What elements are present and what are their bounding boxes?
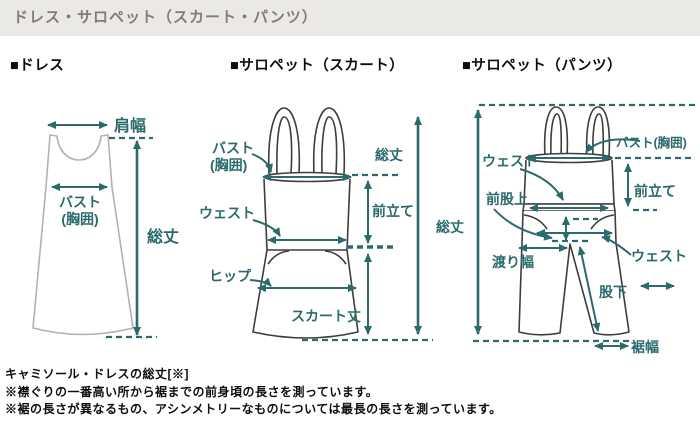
page-title: ドレス・サロペット（スカート・パンツ）: [13, 9, 318, 26]
skirt-bust-pointer-arrow: [251, 153, 273, 173]
skirt-bust-label-line1: バスト: [212, 140, 254, 156]
section-heading-dress: ■ドレス: [10, 58, 65, 74]
section-heading-salopette-skirt: ■サロペット（スカート）: [230, 58, 405, 74]
pants-thigh-width-label: 渡り幅: [492, 254, 534, 270]
pants-waist-lower-label: ウェスト: [631, 248, 687, 264]
skirt-length-label: スカート丈: [291, 308, 361, 324]
pants-bust-label: バスト(胸囲): [616, 135, 687, 150]
pants-strap-right-inner: [592, 113, 605, 159]
measurement-diagram: 肩幅 総丈 バスト (胸囲) バスト (胸囲) 前立て ウェスト ヒップ: [32, 103, 697, 355]
pants-waist-upper-label: ウェスト: [482, 153, 538, 169]
pants-strap-left: [543, 106, 569, 159]
footer-note-1: ※襟ぐりの一番高い所から裾までの前身頃の長さを測っています。: [5, 385, 379, 399]
pants-front-rise-label: 前股上: [486, 191, 528, 207]
section-heading-salopette-pants: ■サロペット（パンツ）: [462, 58, 622, 74]
pants-waist-lower-pointer-arrow: [601, 235, 632, 256]
skirt-total-length-label: 総丈: [375, 147, 403, 163]
pants-total-length-label: 総丈: [436, 219, 464, 235]
dress-total-length-label: 総丈: [147, 227, 179, 246]
pants-bust-pointer-arrow: [585, 138, 641, 153]
pants-strap-left-inner: [550, 113, 563, 159]
skirt-waist-label: ウェスト: [199, 205, 255, 221]
skirt-strap-left-inner: [276, 116, 293, 175]
salopette-pants-diagram: 総丈 バスト(胸囲) 前立て ウェスト 前股上 ウェスト 渡り幅 股: [436, 103, 697, 355]
salopette-skirt-diagram: バスト (胸囲) 前立て ウェスト ヒップ スカート丈 総丈: [199, 107, 433, 342]
dress-shoulder-width-label: 肩幅: [114, 116, 146, 135]
footer-note-title: キャミソール・ドレスの総丈[※]: [5, 367, 189, 381]
pants-pocket-right: [590, 214, 615, 230]
footer-note-2: ※裾の長さが異なるもの、アシンメトリーなものについては最長の長さを測っています。: [5, 402, 502, 416]
pants-inseam-arrow: [577, 246, 601, 332]
skirt-strap-right-inner: [321, 116, 338, 175]
pants-inseam-label: 股下: [599, 284, 627, 300]
skirt-hip-label: ヒップ: [209, 268, 252, 284]
header-bar: ドレス・サロペット（スカート・パンツ）: [0, 0, 700, 36]
pants-hem-width-label: 裾幅: [631, 339, 659, 355]
skirt-pocket-left: [267, 250, 290, 265]
skirt-waist-pointer-arrow: [252, 219, 281, 237]
pants-pocket-left: [523, 214, 548, 230]
dress-diagram: 肩幅 総丈 バスト (胸囲): [32, 116, 179, 339]
skirt-pocket-right: [324, 250, 347, 265]
skirt-strap-right: [312, 107, 346, 175]
pants-waist-upper-pointer-arrow: [519, 168, 564, 201]
dress-bust-label-line1: バスト: [59, 194, 101, 210]
pants-front-placket-label: 前立て: [634, 183, 676, 199]
skirt-front-placket-label: 前立て: [372, 203, 414, 219]
skirt-bust-label-line2: (胸囲): [210, 157, 247, 173]
skirt-strap-left: [267, 107, 301, 175]
pants-legs-outline: [518, 210, 630, 336]
dress-bust-label-line2: (胸囲): [61, 211, 98, 227]
skirt-body-outline: [252, 178, 359, 339]
pants-strap-right: [585, 106, 611, 159]
dress-outline: [32, 134, 134, 336]
